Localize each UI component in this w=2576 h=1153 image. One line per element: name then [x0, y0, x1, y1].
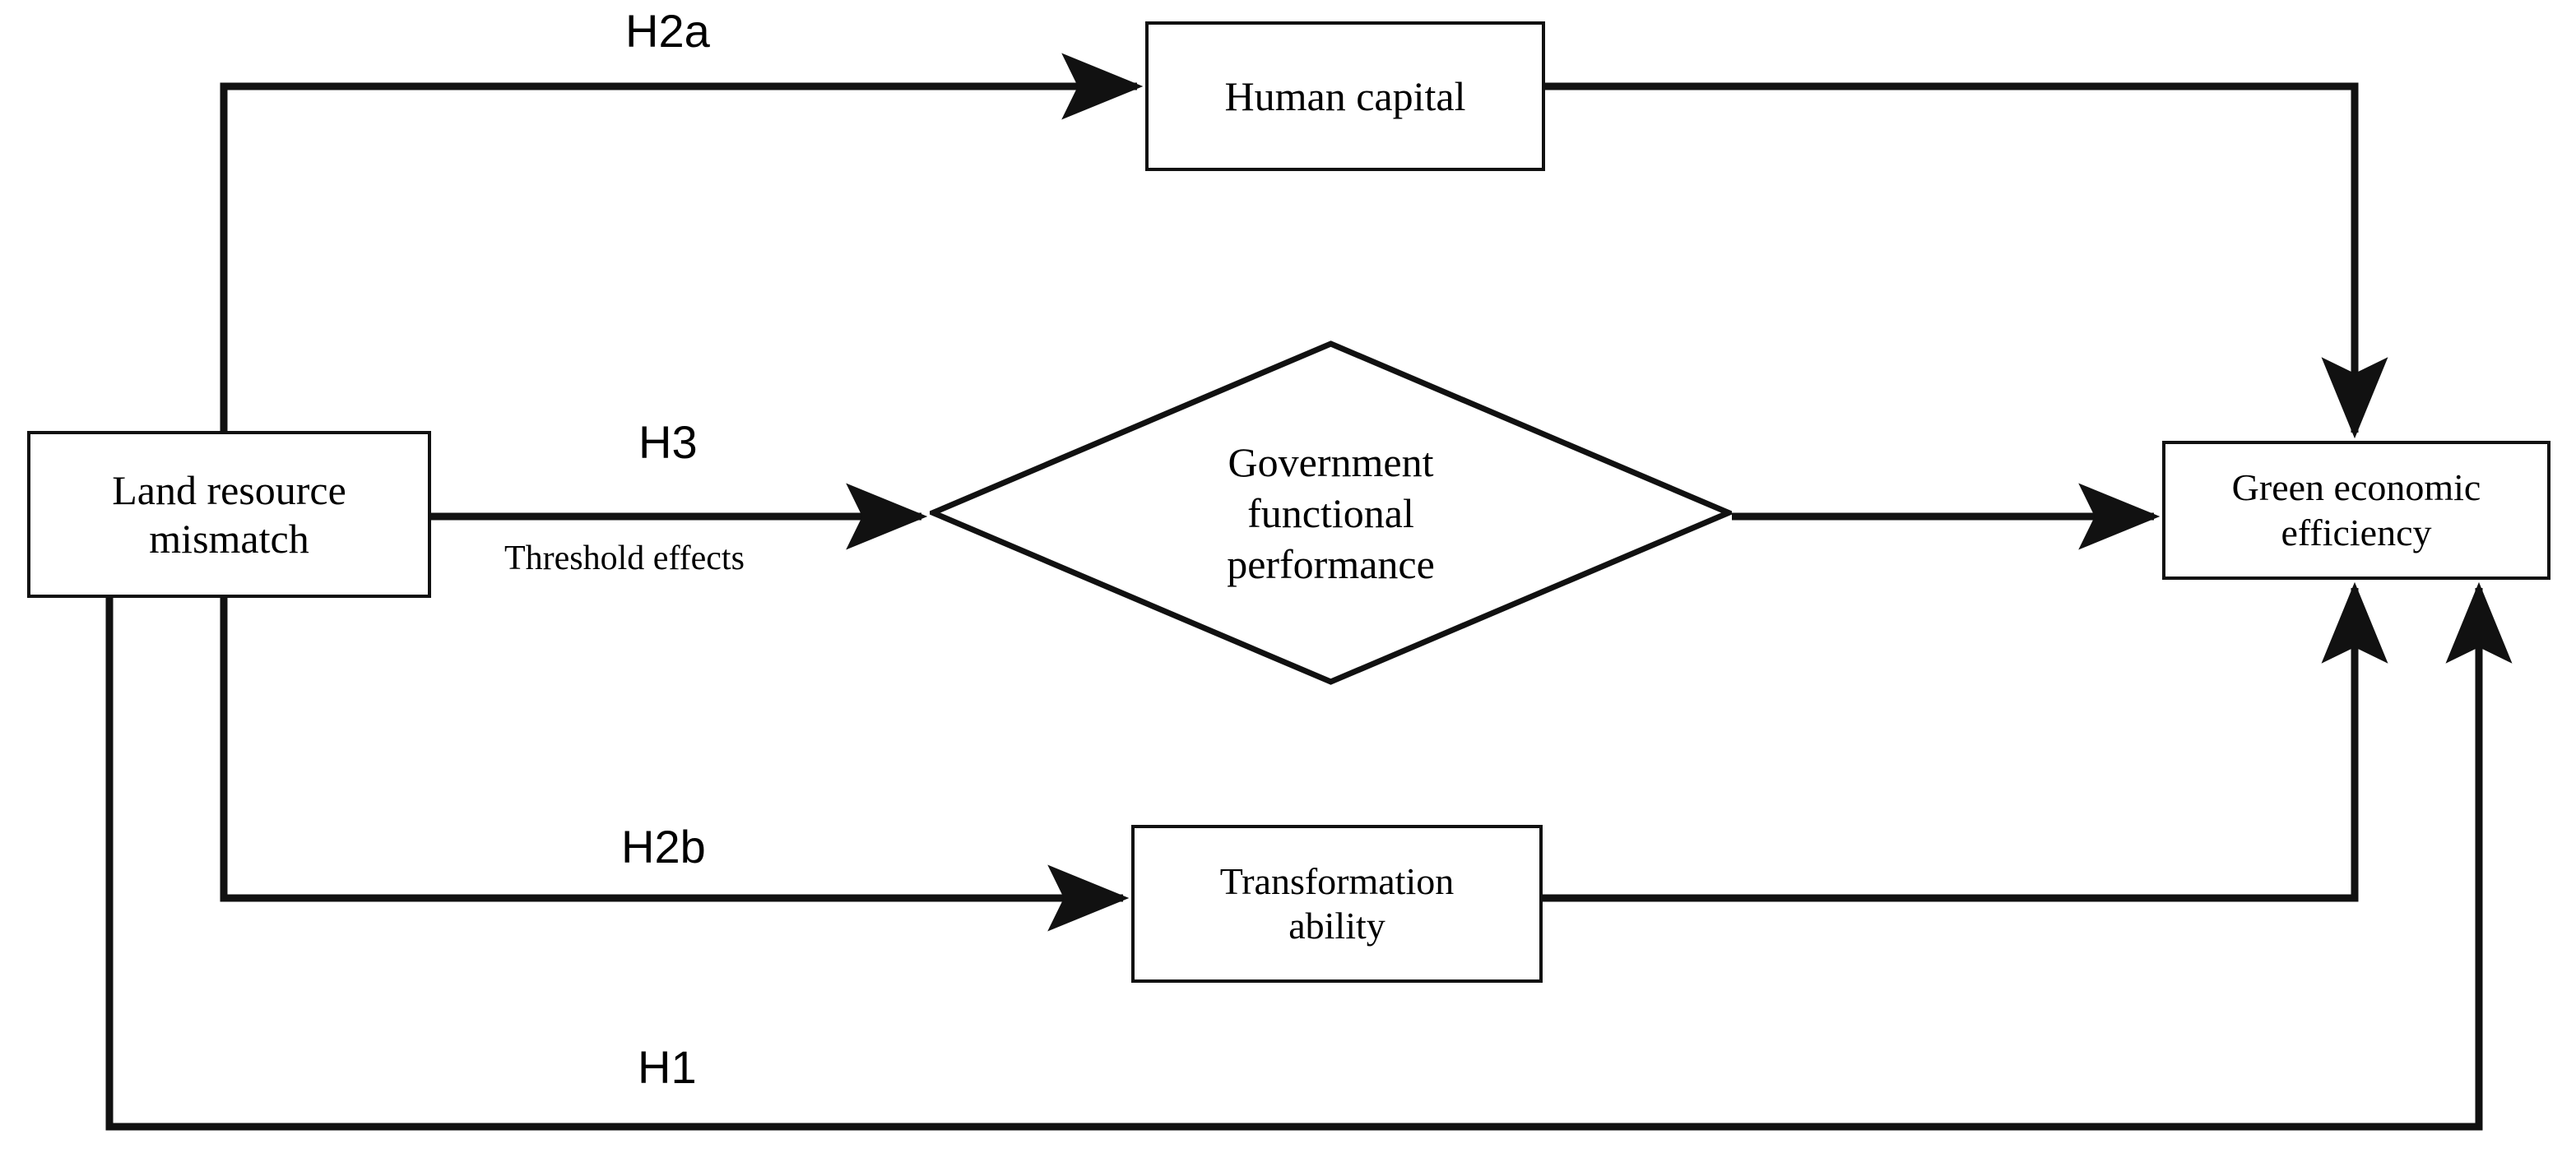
node-label-transformation-ability: Transformation ability [1219, 859, 1455, 947]
node-label-human-capital: Human capital [1224, 72, 1466, 119]
node-government-functional-performance[interactable]: Government functional performance [930, 340, 1732, 685]
node-label-land-resource-mismatch: Land resource mismatch [112, 466, 346, 562]
diamond-outline [930, 340, 1732, 685]
edge-transformation-to-green [1543, 581, 2388, 902]
edge-label-h2b: H2b [621, 821, 706, 873]
edge-label-h1: H1 [638, 1041, 697, 1093]
node-transformation-ability[interactable]: Transformation ability [1131, 825, 1543, 983]
node-green-economic-efficiency[interactable]: Green economic efficiency [2162, 441, 2550, 580]
node-label-green-economic-efficiency: Green economic efficiency [2231, 466, 2481, 553]
edge-label-h2a: H2a [625, 5, 710, 57]
node-human-capital[interactable]: Human capital [1145, 21, 1545, 171]
edge-label-h3: H3 [638, 416, 698, 468]
edge-label-threshold-effects: Threshold effects [504, 539, 745, 577]
edge-mismatch-to-transformation [220, 598, 1130, 932]
node-land-resource-mismatch[interactable]: Land resource mismatch [27, 431, 431, 598]
edge-human-capital-to-green [1545, 82, 2388, 439]
node-label-government-functional-performance: Government functional performance [1227, 438, 1435, 587]
edge-mismatch-to-human-capital [220, 53, 1144, 431]
edge-mismatch-to-green-direct [105, 581, 2513, 1131]
